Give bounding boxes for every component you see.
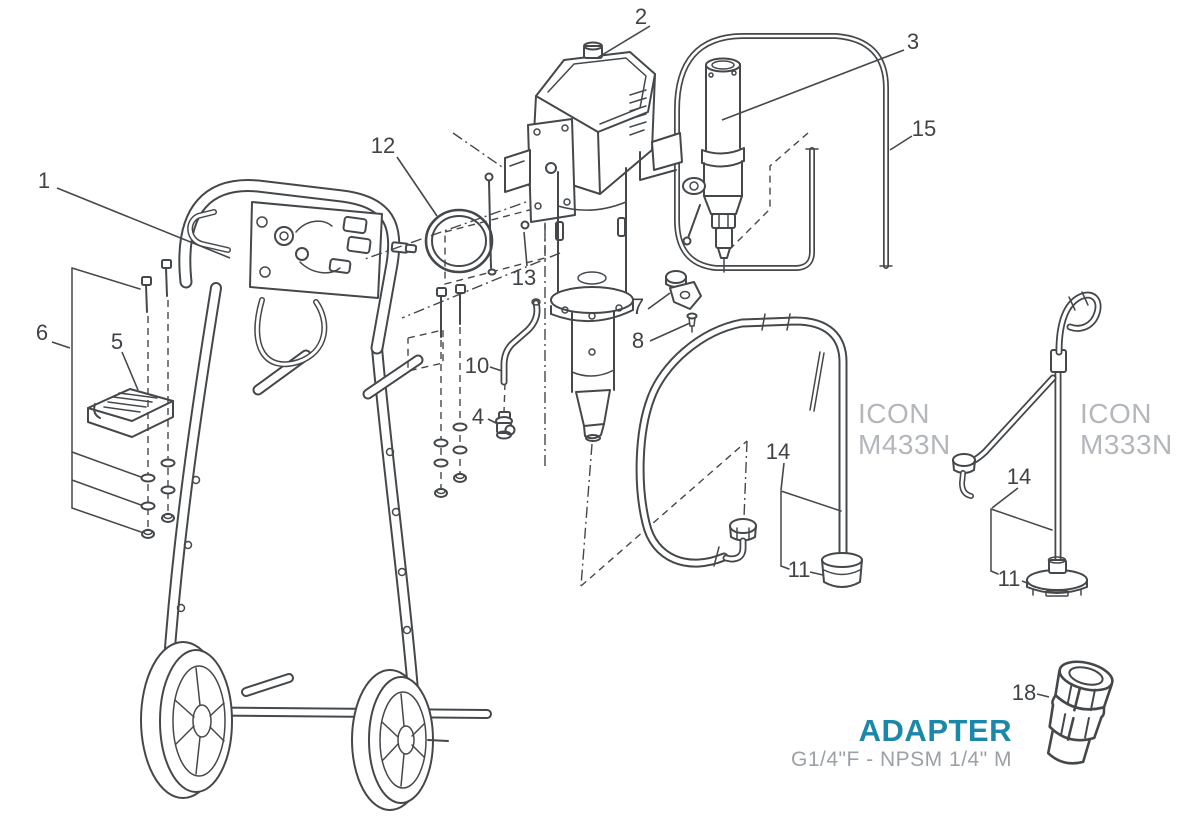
callout-11-m433n: 11 (787, 557, 811, 582)
callout-13: 13 (511, 265, 537, 290)
callout-2: 2 (634, 4, 648, 29)
callout-leader-lines (51, 25, 1050, 698)
cart-fasteners-middle (433, 284, 468, 498)
siphon-m333n-drawing (952, 291, 1098, 597)
adapter-drawing (1046, 660, 1114, 765)
riser-tube-drawing (504, 298, 541, 382)
air-valve-drawing (682, 57, 745, 273)
model-number-m333n: M333N (1080, 429, 1173, 461)
callout-15: 15 (911, 116, 937, 141)
siphon-m433n-drawing (640, 313, 863, 588)
callout-6: 6 (35, 320, 49, 345)
callout-11-m333n: 11 (997, 566, 1021, 591)
callout-14-m333n: 14 (1006, 464, 1032, 489)
inlet-fitting-drawing (495, 411, 516, 440)
adapter-spec: G1/4"F - NPSM 1/4" M (791, 747, 1012, 771)
air-hose-drawing (677, 36, 893, 268)
cart-drawing (71, 186, 487, 811)
assembly-guide-lines (361, 132, 809, 587)
callout-14-m433n: 14 (765, 439, 791, 464)
frame-fastener-nubs (176, 447, 412, 635)
callout-12: 12 (370, 133, 396, 158)
callout-3: 3 (906, 29, 920, 54)
right-wheel (351, 669, 449, 811)
model-number-m433n: M433N (858, 429, 951, 461)
callout-7: 7 (631, 294, 645, 319)
adapter-label-block: ADAPTER G1/4"F - NPSM 1/4" M (700, 713, 1012, 772)
model-brand-m433n: ICON (858, 398, 930, 429)
pump-lower-drawing (550, 167, 634, 442)
callout-10: 10 (464, 353, 490, 378)
hardware-group-bracket (71, 267, 142, 533)
air-manifold-drawing (249, 201, 418, 364)
model-brand-m333n: ICON (1080, 398, 1152, 429)
outlet-bracket-drawing (665, 270, 702, 333)
tray-drawing (87, 388, 174, 438)
left-wheel (140, 641, 233, 799)
callout-4: 4 (471, 404, 485, 429)
adapter-title: ADAPTER (858, 713, 1012, 748)
model-label-m433n: ICON M433N (858, 398, 951, 461)
cart-fasteners-left (140, 259, 176, 539)
callout-8: 8 (631, 328, 645, 353)
callout-5: 5 (110, 329, 124, 354)
rod-drawing (484, 172, 530, 276)
air-motor-drawing (504, 41, 683, 223)
model-label-m333n: ICON M333N (1080, 398, 1173, 461)
clamp-ring-drawing (424, 208, 494, 274)
callout-18: 18 (1011, 680, 1037, 705)
callout-1: 1 (37, 168, 51, 193)
